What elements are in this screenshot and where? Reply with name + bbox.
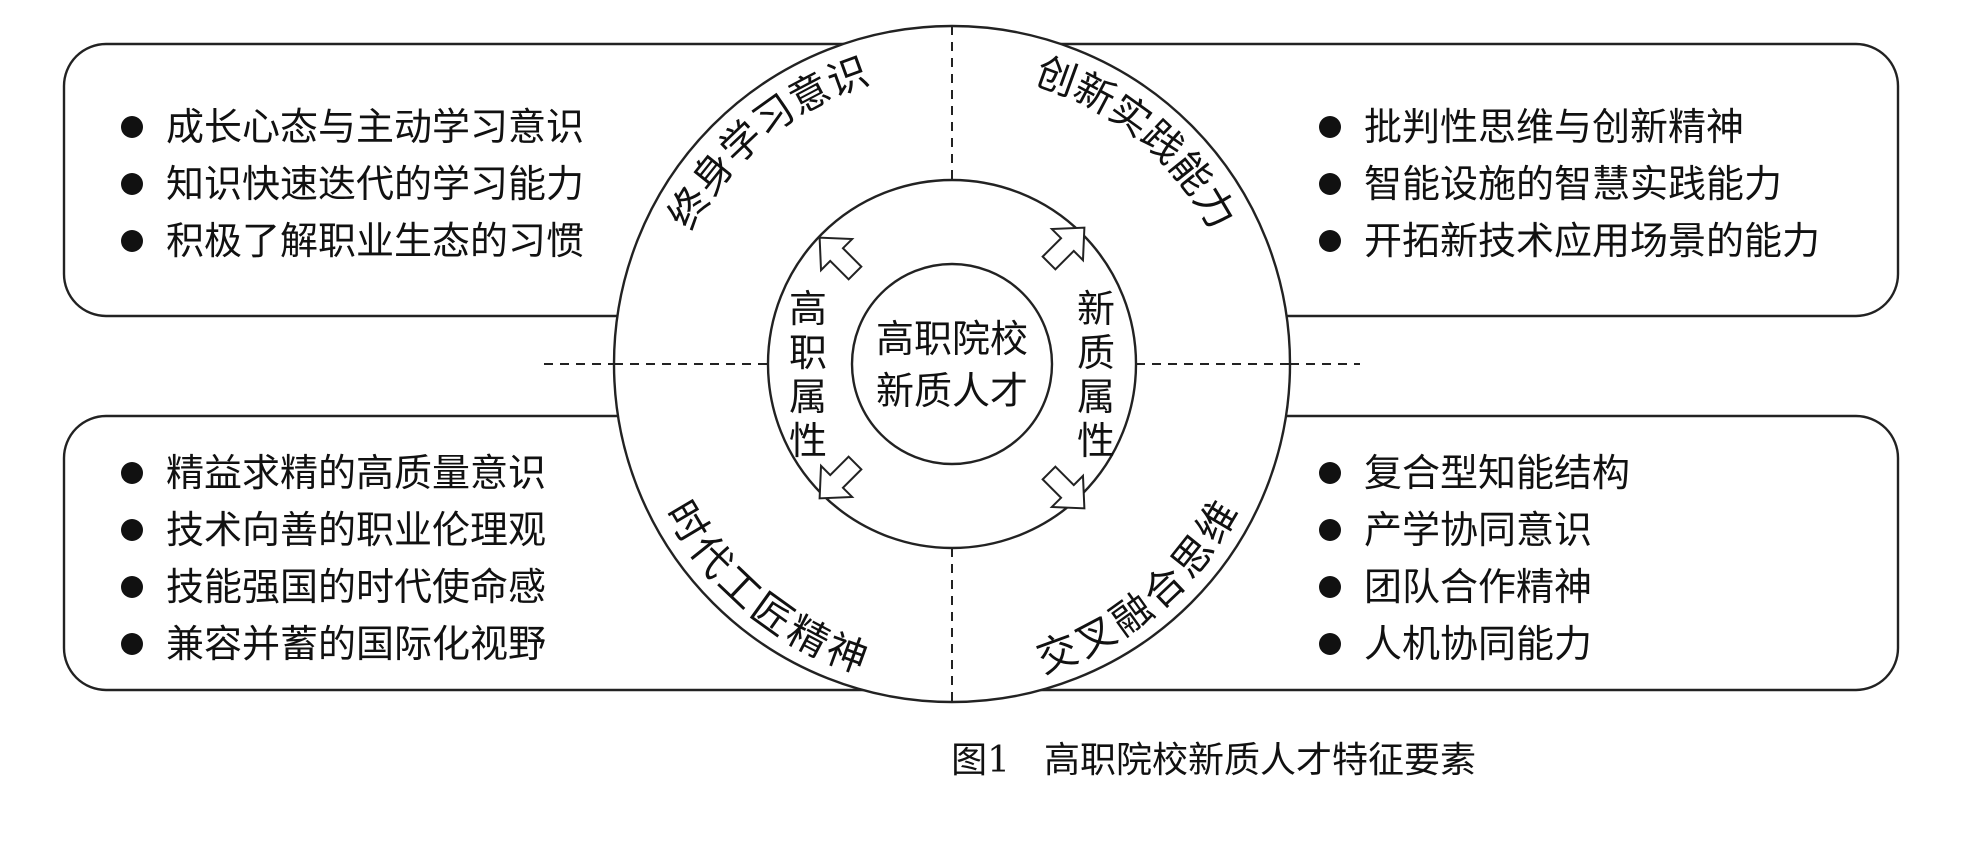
bullet-dot [1319, 230, 1341, 252]
bullet-dot [121, 173, 143, 195]
caption-label: 图1 [951, 740, 1010, 781]
bullet-dot [1319, 633, 1341, 655]
arrow-icon [818, 455, 863, 500]
bullet-item: 产学协同意识 [1364, 508, 1592, 552]
attribute-char: 性 [789, 419, 827, 463]
arrow-icon [818, 236, 863, 281]
attribute-char: 职 [789, 331, 827, 375]
arrow-icon [1041, 465, 1086, 510]
bullet-dot [1319, 576, 1341, 598]
bullet-item: 积极了解职业生态的习惯 [166, 219, 584, 263]
arrow-group [818, 226, 1086, 510]
attribute-char: 质 [1077, 331, 1115, 375]
inner-circle [850, 262, 1054, 466]
caption-text: 高职院校新质人才特征要素 [1044, 740, 1476, 781]
middle-ring [766, 178, 1138, 550]
bullet-dot [1319, 116, 1341, 138]
bullet-item: 技术向善的职业伦理观 [166, 508, 546, 552]
attribute-char: 属 [1077, 375, 1115, 419]
bullet-item: 兼容并蓄的国际化视野 [166, 622, 546, 666]
bullet-dot [121, 116, 143, 138]
attribute-char: 性 [1077, 419, 1115, 463]
bullet-dot [121, 230, 143, 252]
bullet-item: 批判性思维与创新精神 [1364, 105, 1744, 149]
bullet-item: 开拓新技术应用场景的能力 [1364, 219, 1820, 263]
bullet-item: 知识快速迭代的学习能力 [166, 162, 584, 206]
bullet-dot [1319, 462, 1341, 484]
bullet-item: 成长心态与主动学习意识 [166, 105, 584, 149]
attribute-char: 新 [1077, 287, 1115, 331]
bullet-dot [121, 462, 143, 484]
bullet-item: 技能强国的时代使命感 [166, 565, 546, 609]
bullet-item: 团队合作精神 [1364, 565, 1592, 609]
bullet-dot [121, 576, 143, 598]
bullet-item: 精益求精的高质量意识 [166, 451, 546, 495]
attribute-char: 高 [789, 287, 827, 331]
bullet-dot [1319, 173, 1341, 195]
bullet-dot [1319, 519, 1341, 541]
bullet-item: 复合型知能结构 [1364, 451, 1630, 495]
bullet-dot [121, 633, 143, 655]
center-line-2: 新质人才 [876, 369, 1028, 413]
center-line-1: 高职院校 [876, 317, 1028, 361]
bullet-item: 人机协同能力 [1364, 622, 1592, 666]
bullet-dot [121, 519, 143, 541]
attribute-char: 属 [789, 375, 827, 419]
arrow-icon [1041, 226, 1086, 271]
bullet-item: 智能设施的智慧实践能力 [1364, 162, 1782, 206]
